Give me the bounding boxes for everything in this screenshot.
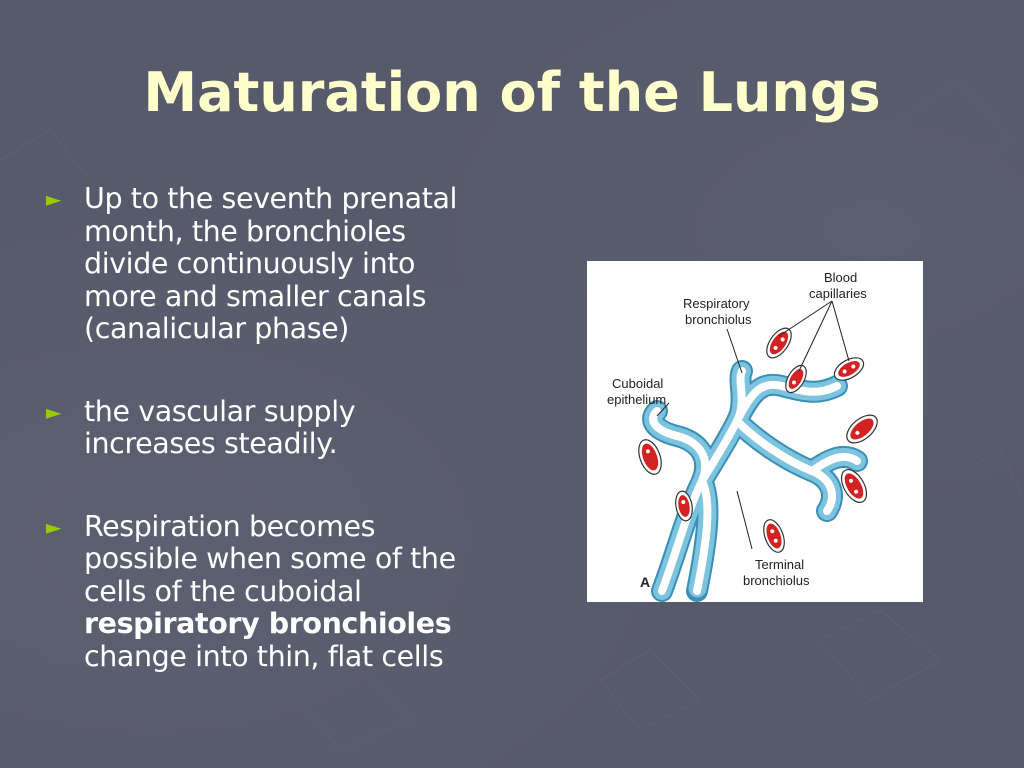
bullet-arrow-icon: ► [46, 399, 61, 424]
capillary [833, 357, 865, 381]
bullet-line: divide continuously into [84, 247, 416, 280]
label-terminal-bronchiolus: bronchiolus [743, 573, 810, 588]
blood-capillaries [638, 327, 878, 553]
leader-lines [656, 300, 850, 550]
bullet-line: the vascular supply [84, 394, 356, 428]
bullet-line: possible when some of the [84, 542, 456, 575]
bullet-bold-text: respiratory bronchioles [84, 607, 452, 640]
bullet-line: Respiration becomes [84, 509, 376, 543]
bullet-line: more and smaller canals [84, 279, 427, 313]
capillary [675, 490, 693, 522]
label-blood-capillaries: capillaries [809, 286, 867, 301]
bullet-arrow-icon: ► [46, 514, 61, 539]
bullet-line: cells of the cuboidal [84, 574, 362, 608]
capillary [785, 364, 807, 394]
bullet-line: month, the bronchioles [84, 214, 406, 248]
label-respiratory-bronchiolus: Respiratory [683, 296, 750, 311]
bullet-item: ► Respiration becomes possible when some… [46, 509, 516, 674]
capillary [763, 519, 785, 553]
label-cuboidal-epithelium: Cuboidal [612, 376, 663, 391]
bullet-line: (canalicular phase) [84, 312, 350, 345]
bronchiole-diagram: Blood capillaries Respiratory bronchiolu… [607, 270, 878, 602]
panel-label: A [640, 574, 650, 590]
capillary [840, 469, 868, 503]
capillary [638, 439, 662, 475]
bullet-line: change into thin, flat cells [84, 639, 444, 673]
bullet-line: Up to the seventh prenatal [84, 182, 458, 215]
bullet-arrow-icon: ► [46, 187, 61, 211]
capillary [766, 327, 792, 359]
slide-title: Maturation of the Lungs [143, 61, 881, 124]
label-blood-capillaries: Blood [824, 270, 857, 285]
bullet-line: increases steadily. [84, 427, 338, 460]
lung-diagram-figure: Blood capillaries Respiratory bronchiolu… [587, 261, 923, 602]
label-terminal-bronchiolus: Terminal [755, 557, 804, 572]
label-respiratory-bronchiolus: bronchiolus [685, 312, 752, 327]
label-cuboidal-epithelium: epithelium [607, 392, 666, 407]
bronchiole-epithelium [642, 360, 868, 602]
bullet-item: ► the vascular supply increases steadily… [46, 394, 516, 461]
capillary [846, 414, 878, 444]
bullet-list: ► Up to the seventh prenatal month, the … [46, 182, 516, 674]
bullet-item: ► Up to the seventh prenatal month, the … [46, 182, 516, 346]
